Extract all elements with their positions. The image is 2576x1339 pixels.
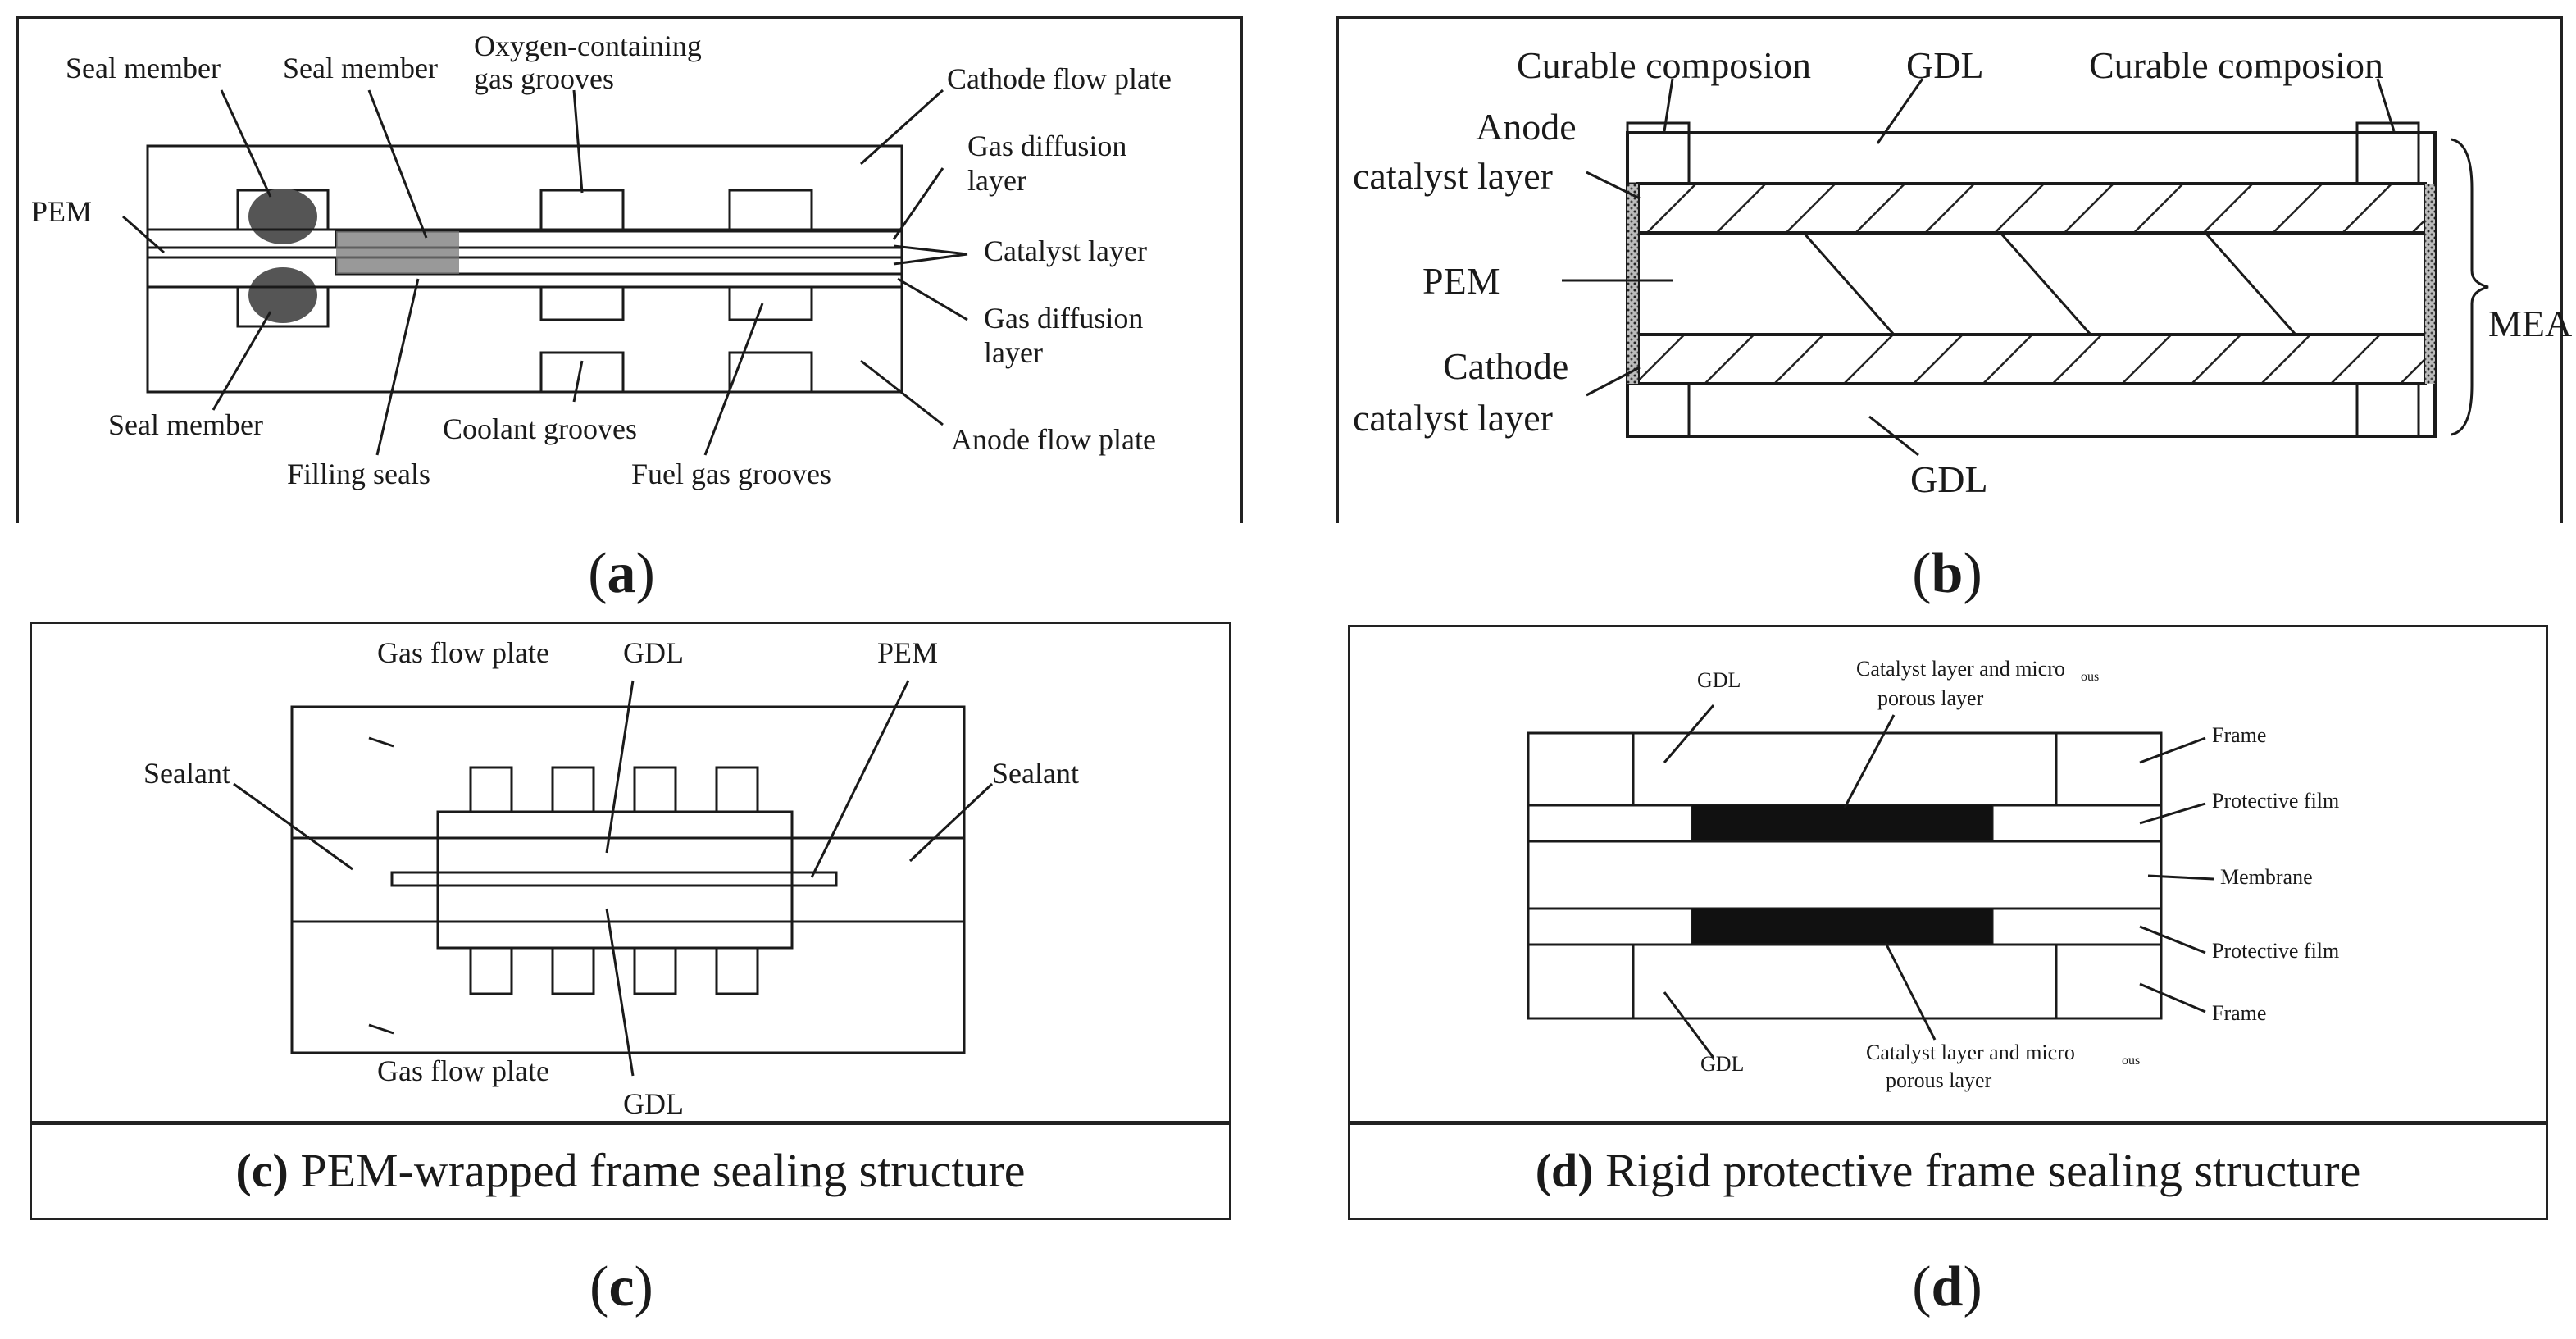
label-catalyst-bottom: Catalyst layer and micro: [1866, 1041, 2075, 1064]
anode-catalyst-layer: [1636, 182, 2427, 235]
label-gdl-top: GDL: [1697, 668, 1741, 692]
label-filling-seals: Filling seals: [287, 458, 430, 490]
label-gdl-top: GDL: [1906, 44, 1984, 86]
gdl-block: [436, 810, 794, 950]
catalyst-layer-bottom: [1692, 909, 1992, 945]
label-anode-catalyst: catalyst layer: [1353, 155, 1553, 197]
label-gas-flow-plate-top: Gas flow plate: [377, 636, 549, 669]
label-seal-member-3: Seal member: [108, 408, 263, 441]
label-curable-right: Curable composion: [2089, 44, 2383, 86]
panel-a-frame: [16, 16, 1243, 523]
curable-composion-top-left: [1626, 121, 1691, 185]
label-coolant-grooves: Coolant grooves: [443, 412, 637, 445]
frame-bottom-left: [1527, 943, 1635, 1020]
protective-film-bottom-left: [1527, 907, 1694, 946]
label-frame-bottom: Frame: [2212, 1001, 2266, 1025]
label-pem: PEM: [31, 195, 92, 228]
label-catalyst-top-sub: ous: [2081, 670, 2099, 684]
panel-d-label: (d): [1912, 1255, 1982, 1319]
label-catalyst-layer: Catalyst layer: [984, 235, 1147, 267]
sealant-band: [290, 836, 966, 923]
label-fuel-gas-grooves: Fuel gas grooves: [631, 458, 831, 490]
label-catalyst-top-2: porous layer: [1877, 686, 1984, 710]
label-gdl-top-2: layer: [967, 164, 1026, 197]
pem-membrane: [1636, 231, 2427, 336]
label-membrane: Membrane: [2220, 865, 2313, 889]
label-gdl-bottom-2: layer: [984, 336, 1043, 369]
label-gdl-bottom: GDL: [1910, 458, 1988, 500]
label-gas-flow-plate-bottom: Gas flow plate: [377, 1054, 549, 1087]
coolant-groove: [728, 351, 813, 394]
label-gdl-bottom: GDL: [623, 1087, 684, 1120]
label-pem: PEM: [877, 636, 938, 669]
label-oxygen-grooves: Oxygen-containing: [474, 30, 702, 62]
label-seal-member-2: Seal member: [283, 52, 438, 84]
panel-d-frame: [1348, 625, 2548, 1123]
label-frame-top: Frame: [2212, 723, 2266, 747]
label-protective-top: Protective film: [2212, 789, 2339, 813]
label-cathode: Cathode: [1443, 345, 1568, 387]
frame-top-left: [1527, 731, 1635, 807]
panel-b-label: (b): [1912, 542, 1982, 605]
label-anode: Anode: [1476, 106, 1577, 148]
curable-composion-bottom-right: [2355, 382, 2420, 438]
membrane: [1527, 840, 2163, 910]
mea-bracket: [2451, 138, 2489, 436]
label-gdl-bottom: Gas diffusion: [984, 302, 1143, 335]
pem-strip: [390, 871, 838, 887]
catalyst-layer-top: [1692, 805, 1992, 841]
label-catalyst-bottom-2: porous layer: [1886, 1068, 1992, 1092]
panel-c-label: (c): [589, 1255, 653, 1319]
protective-film-top-left: [1527, 804, 1694, 843]
label-cathode-catalyst: catalyst layer: [1353, 397, 1553, 439]
label-gdl-bottom: GDL: [1700, 1052, 1744, 1076]
filling-seals: [336, 231, 459, 274]
frame-top-right: [2055, 731, 2163, 807]
protective-film-bottom-right: [1991, 907, 2163, 946]
gdl-top: [1632, 731, 2058, 807]
label-seal-member-1: Seal member: [66, 52, 221, 84]
label-oxygen-grooves-2: gas grooves: [474, 62, 614, 95]
label-mea: MEA: [2488, 303, 2572, 344]
label-cathode-flow-plate: Cathode flow plate: [947, 62, 1172, 95]
cathode-catalyst-layer: [1636, 333, 2427, 385]
label-curable-left: Curable composion: [1517, 44, 1811, 86]
frame-bottom-right: [2055, 943, 2163, 1020]
label-gdl-top: GDL: [623, 636, 684, 669]
panel-d-caption: (d) Rigid protective frame sealing struc…: [1348, 1123, 2548, 1220]
label-sealant-right: Sealant: [992, 757, 1079, 790]
curable-composion-top-right: [2355, 121, 2420, 185]
panel-a-label: (a): [588, 542, 655, 605]
label-sealant-left: Sealant: [143, 757, 230, 790]
curable-composion-bottom-left: [1626, 382, 1691, 438]
label-catalyst-top: Catalyst layer and micro: [1856, 657, 2065, 681]
label-anode-flow-plate: Anode flow plate: [951, 423, 1156, 456]
panel-c-caption: (c) PEM-wrapped frame sealing structure: [30, 1123, 1231, 1220]
seal-member-bottom: [248, 267, 317, 323]
gdl-bottom: [1632, 943, 2058, 1020]
label-protective-bottom: Protective film: [2212, 939, 2339, 963]
label-gdl-top: Gas diffusion: [967, 130, 1126, 162]
coolant-groove: [539, 351, 625, 394]
label-pem: PEM: [1422, 260, 1500, 302]
protective-film-top-right: [1991, 804, 2163, 843]
label-catalyst-bottom-sub: ous: [2122, 1054, 2140, 1068]
